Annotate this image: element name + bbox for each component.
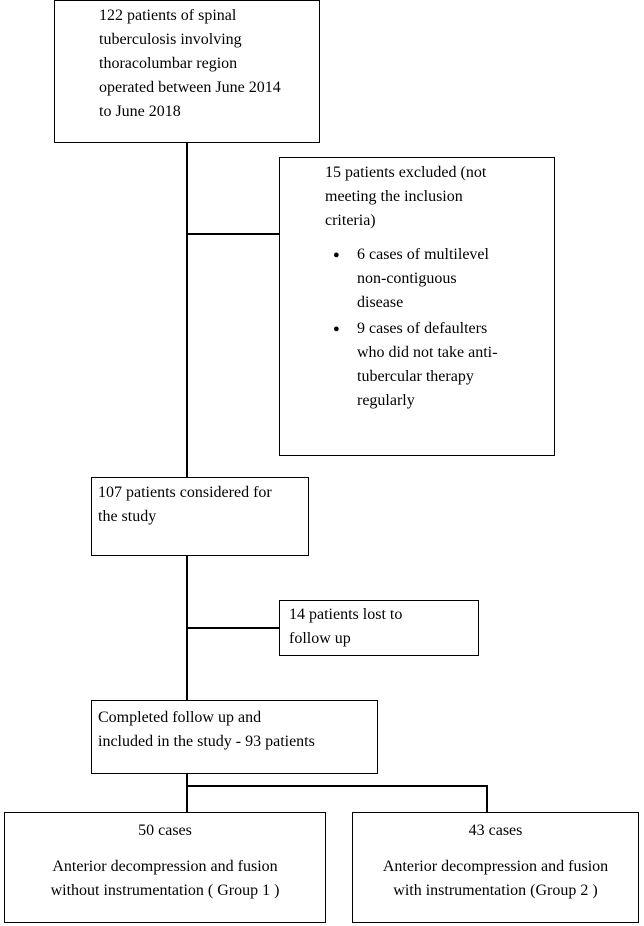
considered-line-1: 107 patients considered for (98, 484, 272, 501)
start-line-5: to June 2018 (99, 103, 181, 120)
excluded-reason-item: 6 cases of multilevel non-contiguous dis… (333, 243, 554, 315)
completed-box: Completed follow up and included in the … (91, 700, 378, 774)
excluded-reason-item: 9 cases of defaulters who did not take a… (333, 317, 554, 413)
group2-box: 43 cases Anterior decompression and fusi… (352, 812, 639, 923)
excluded-line-1: 15 patients excluded (not (325, 164, 487, 181)
connector-to-excluded (186, 233, 279, 235)
connector-to-group2 (486, 785, 488, 813)
group2-count: 43 cases (468, 822, 523, 839)
start-line-1: 122 patients of spinal (99, 7, 237, 24)
excluded-reason-1-line-3: disease (357, 294, 404, 311)
start-line-4: operated between June 2014 (99, 79, 281, 96)
lost-box: 14 patients lost to follow up (279, 600, 479, 656)
connector-to-lost (186, 627, 279, 629)
excluded-line-2: meeting the inclusion (325, 188, 463, 205)
lost-line-1: 14 patients lost to (289, 606, 403, 623)
excluded-reason-2-line-4: regularly (357, 392, 415, 409)
group2-line-1: Anterior decompression and fusion (382, 858, 609, 875)
start-line-3: thoracolumbar region (99, 55, 238, 72)
connector-main-trunk-bottom (186, 773, 188, 813)
group2-line-2: with instrumentation (Group 2 ) (393, 882, 598, 899)
start-box: 122 patients of spinal tuberculosis invo… (54, 0, 320, 143)
group1-box: 50 cases Anterior decompression and fusi… (4, 812, 326, 923)
group1-line-2: without instrumentation ( Group 1 ) (50, 882, 280, 899)
excluded-reason-2-line-2: who did not take anti- (357, 344, 498, 361)
excluded-reason-1-line-1: 6 cases of multilevel (357, 246, 489, 263)
excluded-reasons-list: 6 cases of multilevel non-contiguous dis… (325, 243, 554, 413)
group1-count: 50 cases (138, 822, 192, 839)
excluded-line-3: criteria) (325, 212, 376, 229)
excluded-reason-1-line-2: non-contiguous (357, 270, 457, 287)
connector-split-horizontal (186, 785, 488, 787)
considered-box: 107 patients considered for the study (91, 477, 309, 556)
group1-line-1: Anterior decompression and fusion (52, 858, 278, 875)
excluded-reason-2-line-3: tubercular therapy (357, 368, 474, 385)
completed-line-2: included in the study - 93 patients (98, 733, 315, 750)
lost-line-2: follow up (289, 630, 351, 647)
connector-main-trunk-top (186, 142, 188, 478)
considered-line-2: the study (98, 508, 157, 525)
completed-line-1: Completed follow up and (98, 709, 262, 726)
excluded-reason-2-line-1: 9 cases of defaulters (357, 320, 488, 337)
start-line-2: tuberculosis involving (99, 31, 242, 48)
excluded-box: 15 patients excluded (not meeting the in… (279, 157, 555, 456)
